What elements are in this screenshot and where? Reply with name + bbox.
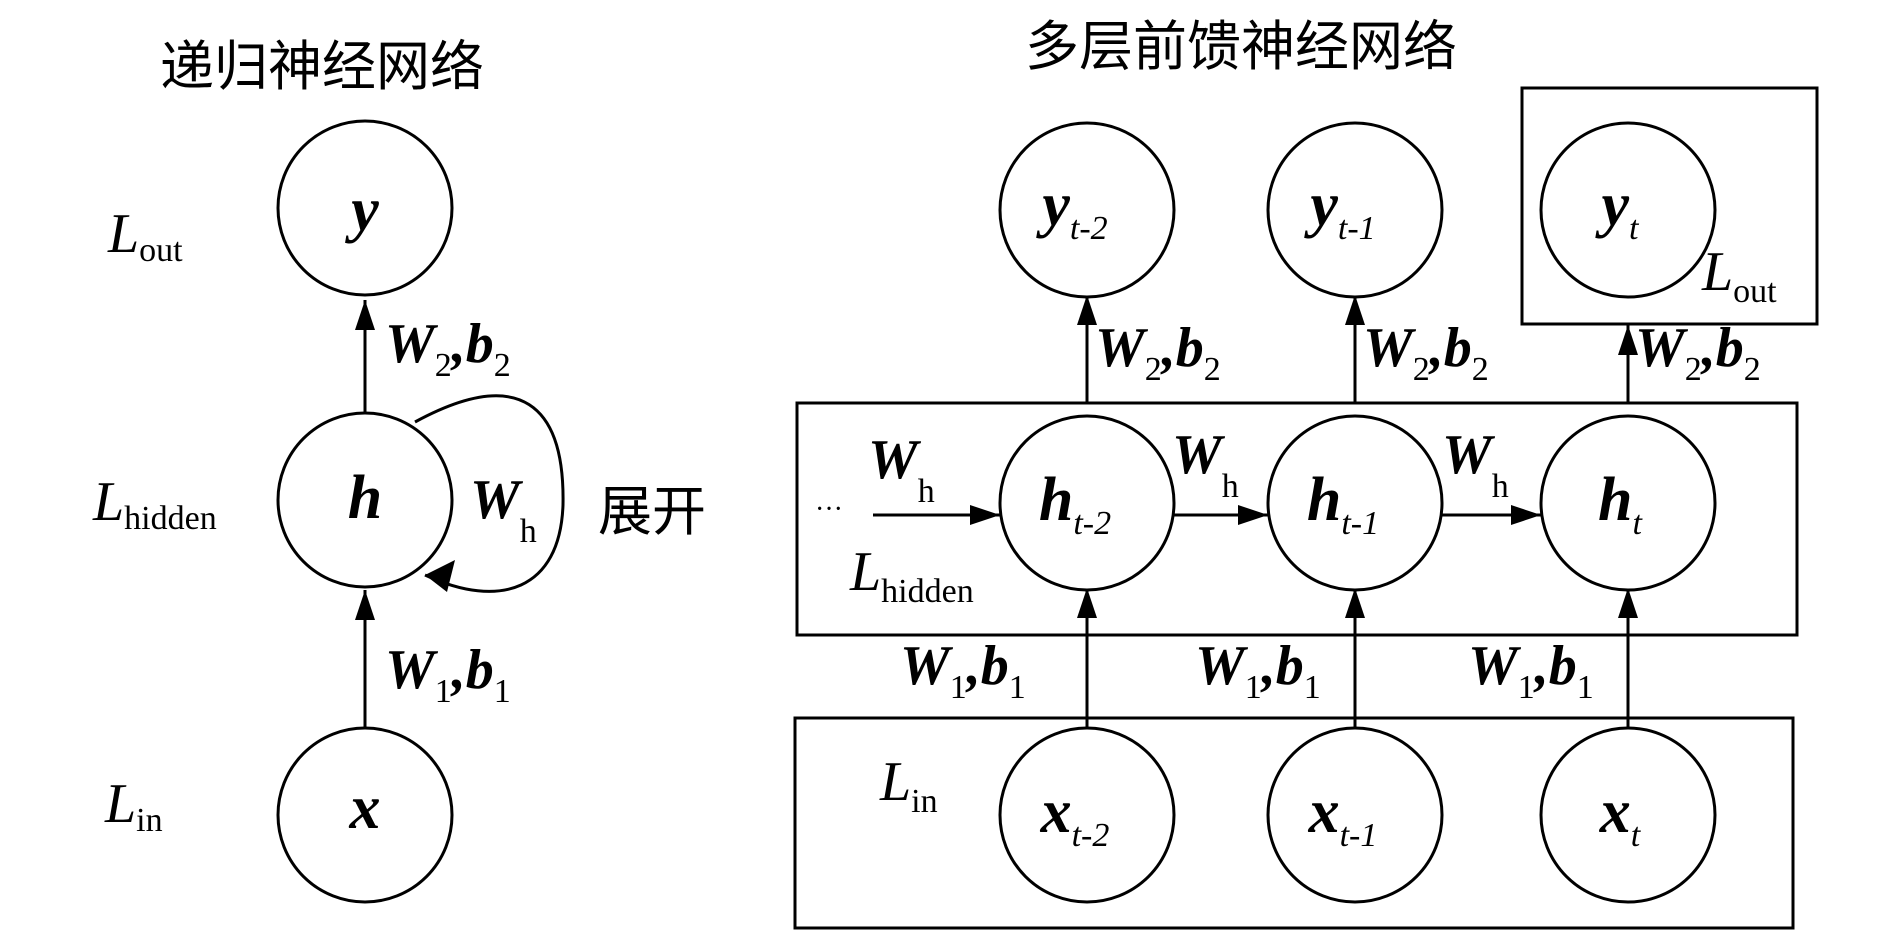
- right-title: 多层前馈神经网络: [1025, 15, 1457, 78]
- weight-label-wh-1: Wh: [1172, 424, 1239, 505]
- self-loop-arrowhead: [425, 560, 455, 592]
- layer-label-hidden: Lhidden: [92, 471, 217, 537]
- node-x-t: [1539, 726, 1717, 904]
- weight-label-w2-b2-1: W2,b2: [1095, 317, 1221, 388]
- edge-self-loop: [414, 394, 565, 593]
- node-h-t-label: ht: [1598, 466, 1643, 542]
- node-h-t: [1539, 414, 1717, 592]
- ellipsis: ···: [815, 494, 843, 525]
- node-h-t-2: [998, 414, 1176, 592]
- node-y-t-2: [998, 121, 1176, 299]
- node-h-t-1-label: ht-1: [1307, 466, 1379, 542]
- layer-label-in: Lin: [104, 773, 163, 839]
- weight-label-wh-2: Wh: [1442, 424, 1509, 505]
- node-x-label: x: [349, 774, 381, 842]
- node-x-t-1-label: xt-1: [1308, 778, 1378, 854]
- recurrent-network: y h x Lout Lhidden Lin W2,b2 W1,b1 Wh: [92, 119, 565, 904]
- node-y: [276, 119, 454, 297]
- node-x-t-2-label: xt-2: [1040, 778, 1110, 854]
- node-y-t: [1539, 121, 1717, 299]
- layer-label-out: Lout: [107, 203, 183, 269]
- unfold-label: 展开: [598, 480, 706, 543]
- weight-label-w1-b1: W1,b1: [385, 639, 511, 710]
- weight-label-w2-b2: W2,b2: [385, 313, 511, 384]
- node-h: [276, 411, 454, 589]
- node-x-t-1: [1266, 726, 1444, 904]
- weight-label-w2-b2-3: W2,b2: [1635, 317, 1761, 388]
- output-layer-box: [1520, 86, 1819, 326]
- unfolded-layer-label-out: Lout: [1701, 241, 1777, 310]
- unfolded-network: yt-2 yt-1 yt ht-2 ht-1 ht xt-2 xt-1 xt L…: [793, 86, 1819, 930]
- weight-label-w1-b1-1: W1,b1: [900, 635, 1026, 706]
- node-x-t-label: xt: [1599, 778, 1642, 854]
- left-title: 递归神经网络: [160, 35, 484, 98]
- node-h-label: h: [348, 464, 382, 532]
- node-h-t-2-label: ht-2: [1039, 466, 1111, 542]
- hidden-layer-box: [795, 401, 1799, 637]
- weight-label-w1-b1-3: W1,b1: [1468, 635, 1594, 706]
- weight-label-w2-b2-2: W2,b2: [1363, 317, 1489, 388]
- weight-label-wh-in: Wh: [868, 429, 935, 510]
- weight-label-w1-b1-2: W1,b1: [1195, 635, 1321, 706]
- node-x-t-2: [998, 726, 1176, 904]
- unfolded-layer-label-in: Lin: [879, 751, 938, 820]
- node-x: [276, 726, 454, 904]
- node-h-t-1: [1266, 414, 1444, 592]
- input-layer-box: [793, 716, 1795, 930]
- unfolded-layer-label-hidden: Lhidden: [849, 541, 974, 610]
- weight-label-wh: Wh: [470, 469, 537, 550]
- node-y-t-1: [1266, 121, 1444, 299]
